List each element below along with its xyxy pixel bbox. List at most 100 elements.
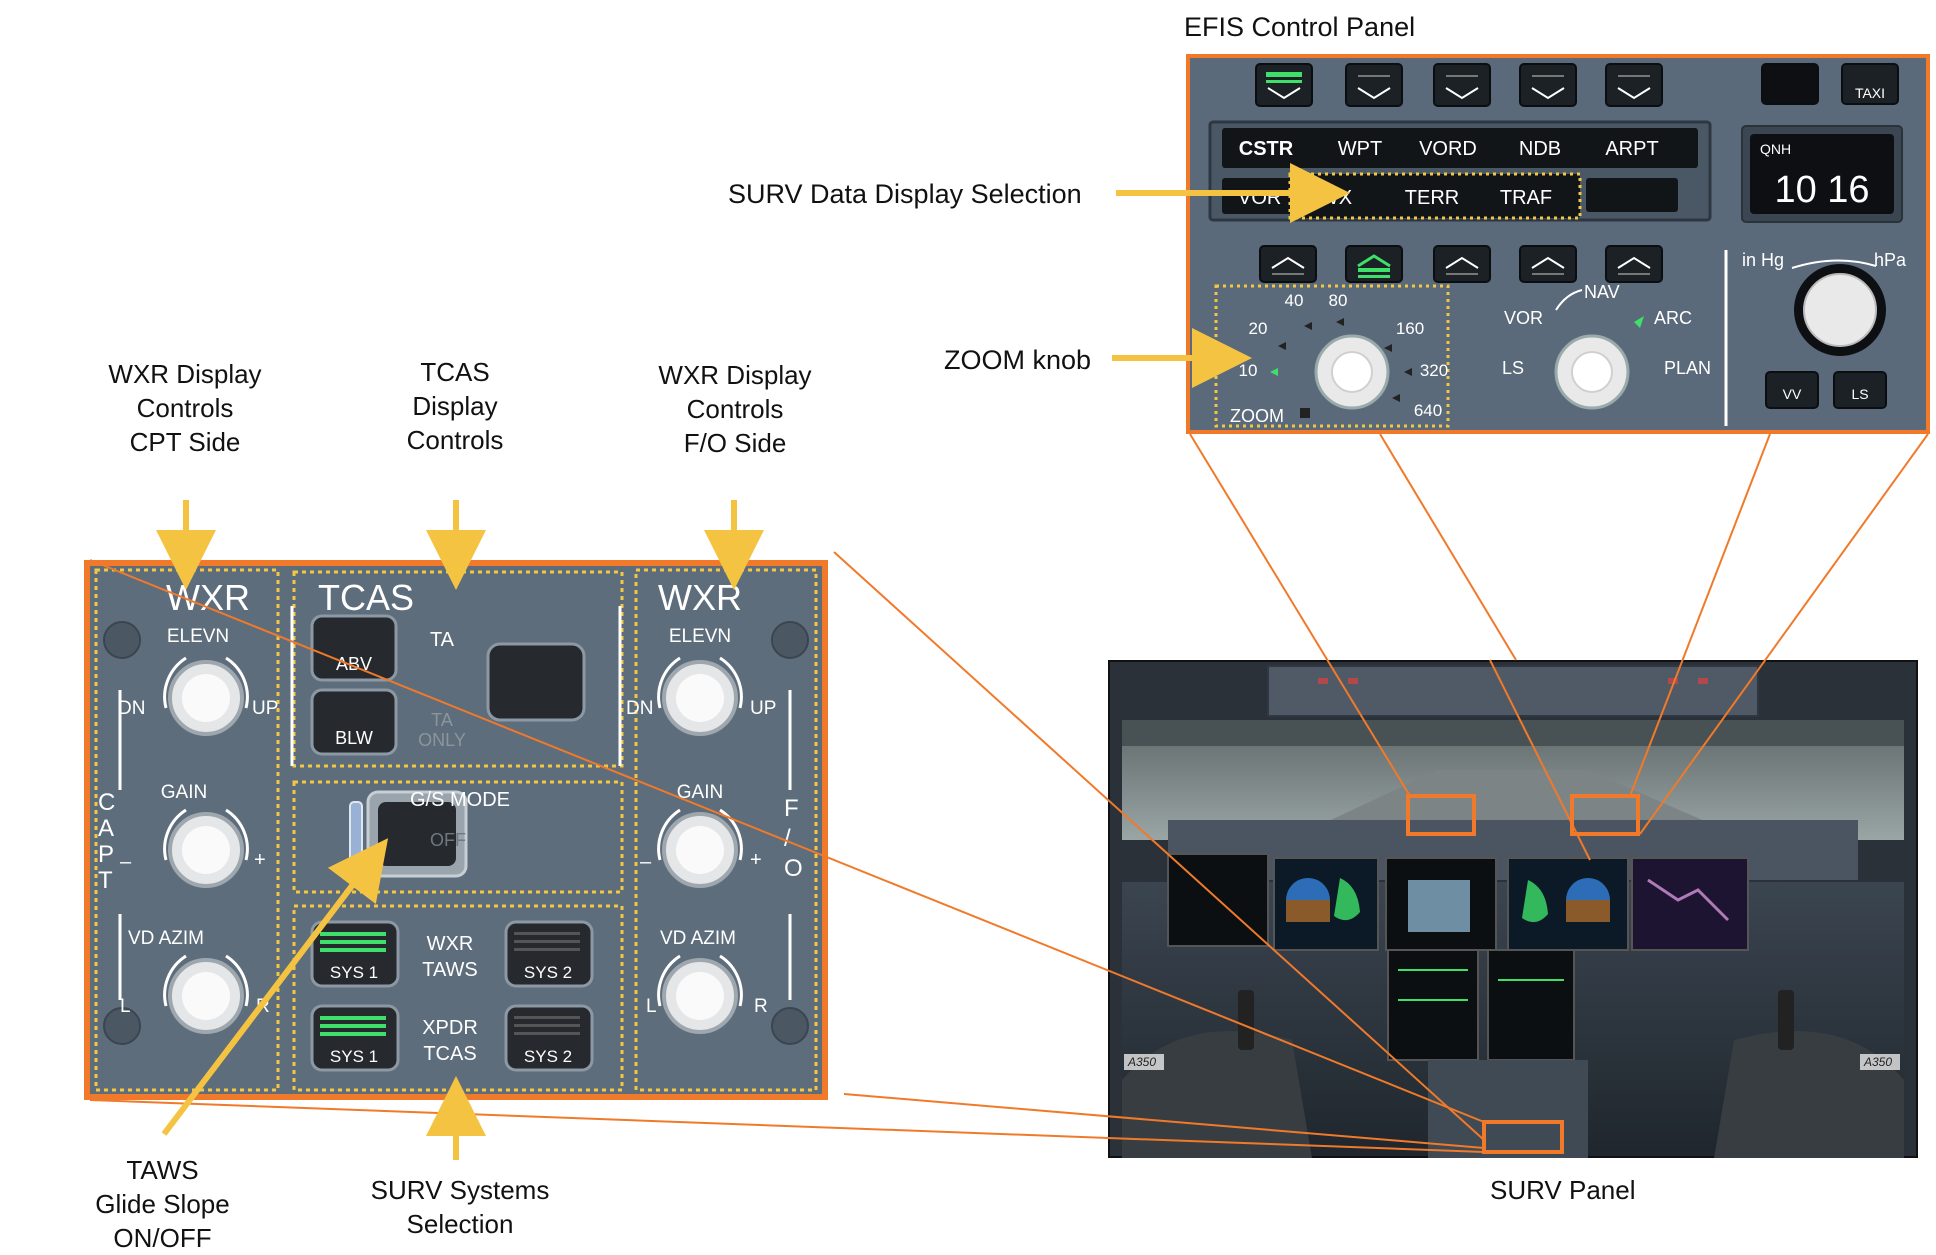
knob-scale-arc <box>225 954 249 1007</box>
wxr-capt-caption-line: Controls <box>136 393 234 423</box>
ta-only-button[interactable] <box>486 642 586 722</box>
tcas-display-caption: TCAS Display Controls <box>380 355 530 457</box>
cockpit-photo: A350 A350 <box>1108 660 1918 1158</box>
up-label: UP <box>750 698 776 719</box>
zoom-tick-marker <box>1304 322 1312 330</box>
surv-data-display-label: SURV Data Display Selection <box>728 179 1082 209</box>
surv-filter-label-terr: TERR <box>1405 187 1459 209</box>
nd-mode-vor: VOR <box>1504 308 1543 328</box>
taxi-label: TAXI <box>1855 85 1885 101</box>
efis-button[interactable] <box>1345 245 1403 283</box>
elevn-label: ELEVN <box>167 626 229 647</box>
xpdr-tcas-label: TCAS <box>423 1043 476 1065</box>
zoom-label: ZOOM <box>1230 406 1284 426</box>
mode-active-marker <box>1634 316 1644 328</box>
wxr-capt-caption: WXR Display Controls CPT Side <box>90 357 280 459</box>
knob-cap <box>182 972 230 1020</box>
gain-label: GAIN <box>677 782 723 803</box>
sys2-label: SYS 2 <box>524 963 572 982</box>
knob-scale-arc <box>719 808 743 861</box>
xpdr-tcas-sys1-button[interactable] <box>310 1004 400 1072</box>
surv-knobs <box>163 656 743 1034</box>
wxr-taws-sys1-button[interactable] <box>310 920 400 988</box>
taws-gs-caption-line: ON/OFF <box>113 1223 212 1253</box>
wxr-fo-caption-line: WXR Display <box>658 360 812 390</box>
l-label: L <box>120 996 131 1017</box>
nav-filter-label-arpt: ARPT <box>1605 138 1658 160</box>
ls-label: LS <box>1851 386 1868 402</box>
knob-scale-arc <box>657 954 681 1007</box>
efis-capt-highlight <box>1406 794 1476 836</box>
nd-mode-ls: LS <box>1502 358 1524 378</box>
blw-label: BLW <box>335 728 373 748</box>
dn-label: DN <box>118 698 145 719</box>
zoom-tick-marker <box>1336 318 1344 326</box>
efis-connector-lines <box>1189 433 1929 861</box>
abv-button[interactable] <box>310 614 398 682</box>
zoom-tick-marker <box>1384 344 1392 352</box>
dn-label: DN <box>626 698 653 719</box>
knob-cap <box>676 972 724 1020</box>
nd-mode-plan: PLAN <box>1664 358 1711 378</box>
wxr-fo-caption: WXR Display Controls F/O Side <box>640 358 830 460</box>
nav-filter-label-vord: VORD <box>1419 138 1477 160</box>
qnh-label: QNH <box>1760 141 1791 157</box>
tcas-display-caption-line: Display <box>412 391 498 421</box>
knob-scale-arc <box>163 954 187 1007</box>
zoom-knob-label: ZOOM knob <box>944 345 1092 375</box>
xpdr-tcas-sys2-button[interactable] <box>504 1004 594 1072</box>
wxr-taws-label: WXR <box>427 933 474 955</box>
knob-scale-arc <box>657 808 681 861</box>
knob-scale-arc <box>163 808 187 861</box>
surv-connector-lines <box>89 551 1485 1153</box>
up-label: UP <box>252 698 278 719</box>
l-label: L <box>646 996 657 1017</box>
capt-side-letter: A <box>98 815 114 842</box>
capt-side-letter: C <box>98 789 115 816</box>
baro-knob[interactable] <box>1803 273 1877 347</box>
vv-button[interactable] <box>1765 371 1819 409</box>
tcas-display-caption-line: Controls <box>406 425 504 455</box>
plus-label: + <box>254 849 266 871</box>
zoom-range-640: 640 <box>1414 401 1442 420</box>
callout-arrows <box>156 163 1350 1160</box>
taws-gs-arrow <box>161 838 389 1136</box>
plus-label: + <box>750 849 762 871</box>
efis-button[interactable] <box>1433 63 1491 107</box>
zoom-indicator <box>1300 408 1310 418</box>
efis-blank-button[interactable] <box>1761 63 1819 105</box>
nav-row-bar <box>1222 128 1698 168</box>
minus-label: – <box>640 851 652 873</box>
efis-button[interactable] <box>1345 63 1403 107</box>
nd-mode-arc: ARC <box>1654 308 1692 328</box>
surv-systems-caption-line: Selection <box>406 1209 514 1239</box>
gain-label: GAIN <box>161 782 207 803</box>
hpa-label: hPa <box>1874 250 1907 270</box>
knob-scale-arc <box>163 656 187 709</box>
mode-arc <box>1555 289 1583 311</box>
minus-label: – <box>120 851 132 873</box>
knob-scale-arc <box>225 656 249 709</box>
gs-mode-label: G/S MODE <box>410 789 510 811</box>
zoom-tick-marker <box>1278 342 1286 350</box>
vd-azim-label: VD AZIM <box>660 928 736 949</box>
ta-only-label: ONLY <box>418 730 466 750</box>
efis-button[interactable] <box>1519 63 1577 107</box>
taws-gs-caption: TAWS Glide Slope ON/OFF <box>70 1153 255 1255</box>
efis-button[interactable] <box>1605 63 1663 107</box>
in-hg-label: in Hg <box>1742 250 1784 270</box>
knob-scale-arc <box>225 808 249 861</box>
ls-button[interactable] <box>1833 371 1887 409</box>
wxr-taws-sys2-button[interactable] <box>504 920 594 988</box>
blw-button[interactable] <box>310 688 398 756</box>
taxi-button[interactable] <box>1841 63 1899 105</box>
zoom-range-80: 80 <box>1329 291 1348 310</box>
surv-systems-caption-line: SURV Systems <box>370 1175 550 1205</box>
wxr-fo-caption-line: Controls <box>686 394 784 424</box>
wxr-fo-caption-line: F/O Side <box>683 428 787 458</box>
capt-side-letter: P <box>98 841 114 868</box>
surv-panel-highlight <box>1482 1120 1564 1154</box>
elevn-label: ELEVN <box>669 626 731 647</box>
sys2-label: SYS 2 <box>524 1047 572 1066</box>
qnh-display <box>1750 134 1894 214</box>
